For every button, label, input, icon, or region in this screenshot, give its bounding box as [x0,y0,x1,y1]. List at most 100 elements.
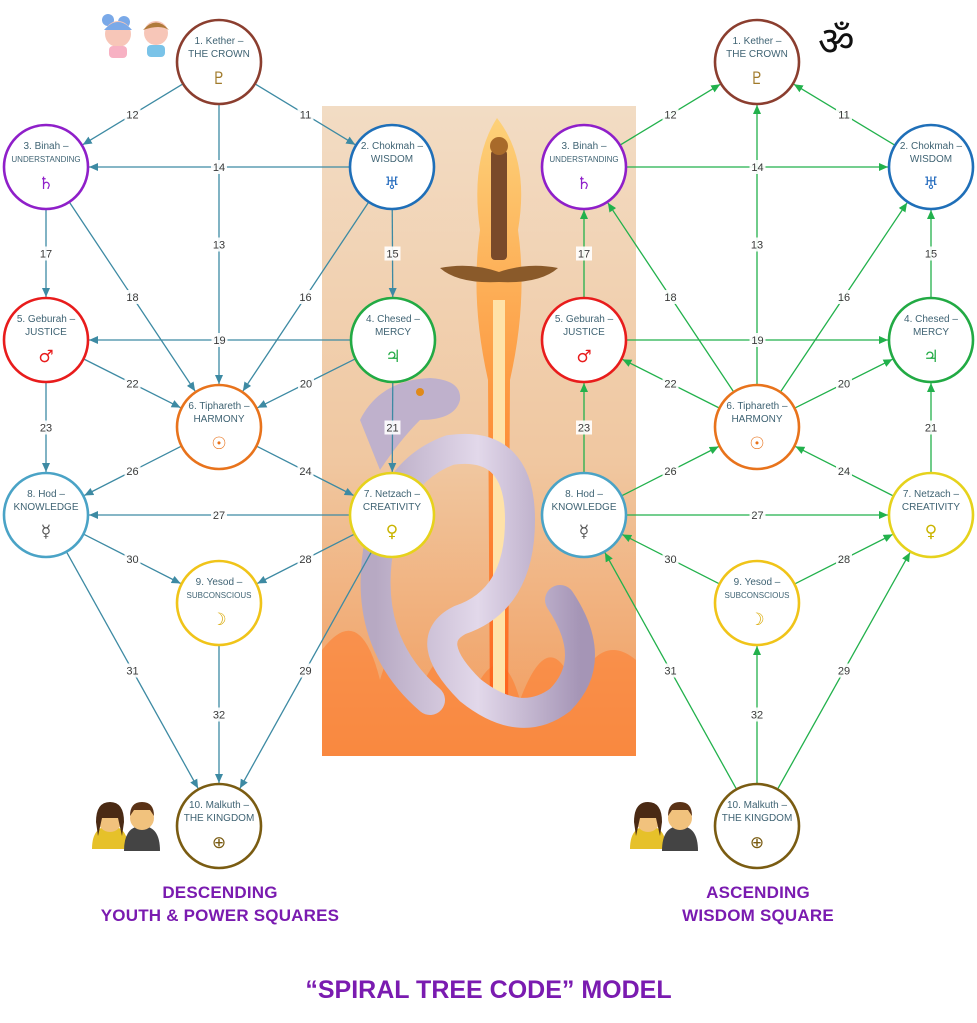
right-sephirah-binah-circle [540,123,628,211]
right-sephirah-binah: 3. Binah –UNDERSTANDING♄ [540,123,628,211]
right-sephirah-chesed-circle [887,296,975,384]
right-sephirah-chokmah-planet-icon: ♅ [923,174,938,194]
left-sephirah-chokmah-circle [348,123,436,211]
left-path-13-label-bg [211,237,227,252]
right-path-16-label: 16 [838,292,850,304]
right-sephirah-netzach-title: CREATIVITY [902,502,960,513]
paths-layer: 1112131415161718192021222324262728293031… [38,83,939,790]
left-sephirah-netzach-circle [348,471,436,559]
right-sephirah-binah-title: UNDERSTANDING [549,155,618,164]
right-sephirah-kether-title: THE CROWN [726,49,788,60]
right-sephirah-binah-name: 3. Binah – [561,141,606,152]
left-sephirah-malkuth-planet-icon: ⊕ [212,833,226,853]
right-sephirah-chesed-planet-icon: ♃ [923,347,938,367]
right-path-22-label: 22 [664,379,676,391]
right-sephirah-geburah: 5. Geburah –JUSTICE♂ [540,296,628,384]
right-sephirah-chesed: 4. Chesed –MERCY♃ [887,296,975,384]
left-path-27-label-bg [211,508,227,522]
adults-icon-left [92,802,160,851]
right-path-12-label: 12 [664,110,676,122]
left-sephirah-binah-name: 3. Binah – [23,141,68,152]
right-sephirah-hod-name: 8. Hod – [565,489,603,500]
right-sephirah-malkuth: 10. Malkuth –THE KINGDOM⊕ [713,782,801,870]
left-path-16-label-bg [297,290,314,304]
right-sephirah-chokmah-circle [887,123,975,211]
right-path-22-label-bg [662,376,679,391]
left-sephirah-malkuth-circle [175,782,263,870]
right-path-13-label-bg [749,237,765,252]
left-path-17-label-bg [38,246,54,261]
right-path-28-label-bg [836,552,852,566]
left-path-23-label: 23 [40,423,52,435]
left-path-17-label: 17 [40,249,52,261]
left-sephirah-hod-planet-icon: ☿ [41,522,51,542]
left-path-15-label-bg [384,246,401,261]
left-path-20-label-bg [298,376,314,391]
right-sephirah-yesod: 9. Yesod –SUBCONSCIOUS☽ [713,559,801,647]
descending-caption: DESCENDING YOUTH & POWER SQUARES [60,881,380,927]
left-path-30-label-bg [124,552,141,566]
ascending-line2: WISDOM SQUARE [682,906,834,925]
right-path-24-label-bg [836,464,852,478]
right-sephirah-chokmah-name: 2. Chokmah – [900,141,963,152]
left-path-14-label: 14 [213,162,225,174]
right-sephirah-yesod-circle [713,559,801,647]
left-sephirah-geburah-planet-icon: ♂ [38,347,53,367]
left-sephirah-chesed-planet-icon: ♃ [385,347,400,367]
adults-icon-right [630,802,698,851]
left-path-31-label: 31 [126,666,138,678]
left-sephirah-netzach-planet-icon: ♀ [386,522,398,542]
left-sephirah-kether-name: 1. Kether – [195,36,244,47]
left-path-11-label: 11 [300,110,311,122]
left-path-16-label: 16 [299,292,311,304]
left-sephirah-chesed-circle [349,296,437,384]
right-sephirah-yesod-name: 9. Yesod – [734,577,781,588]
right-path-28-label: 28 [838,554,850,566]
right-sephirah-chokmah-title: WISDOM [910,154,952,165]
right-path-15-label-bg [923,246,939,261]
ascending-line1: ASCENDING [706,883,810,902]
left-path-31-label-bg [124,663,141,678]
left-sephirah-malkuth: 10. Malkuth –THE KINGDOM⊕ [175,782,263,870]
right-path-17-label: 17 [578,249,590,261]
right-path-32-label: 32 [751,710,763,722]
right-sephirah-netzach: 7. Netzach –CREATIVITY♀ [887,471,975,559]
right-path-18-label-bg [662,290,679,304]
right-path-11-label-bg [836,107,852,122]
left-sephirah-chesed-name: 4. Chesed – [366,314,420,325]
right-path-27-label-bg [749,508,766,522]
right-sephirah-chesed-name: 4. Chesed – [904,314,958,325]
right-path-21-label: 21 [925,423,937,435]
right-path-20-label-bg [836,376,852,391]
left-path-22-label: 22 [126,379,138,391]
left-sephirah-chokmah-title: WISDOM [371,154,413,165]
right-path-14-label-bg [749,160,766,174]
left-path-12-label-bg [124,107,141,122]
right-sephirah-malkuth-title: THE KINGDOM [722,813,793,824]
left-path-22-label-bg [124,376,141,391]
left-sephirah-tiphareth-name: 6. Tiphareth – [188,401,250,412]
right-path-30-label: 30 [664,554,676,566]
right-sephirah-tiphareth-name: 6. Tiphareth – [726,401,788,412]
footer-title: “SPIRAL TREE CODE” MODEL [305,976,672,1004]
left-sephirah-hod-circle [2,471,90,559]
right-sephirah-kether-planet-icon: ♇ [749,69,764,89]
right-sephirah-malkuth-name: 10. Malkuth – [727,800,787,811]
left-path-26-label-bg [124,464,141,478]
left-path-21-label-bg [384,420,401,435]
left-sephirah-binah-planet-icon: ♄ [38,174,53,194]
left-sephirah-geburah-title: JUSTICE [25,327,67,338]
left-sephirah-binah: 3. Binah –UNDERSTANDING♄ [2,123,90,211]
right-path-26-label-bg [662,464,679,478]
left-sephirah-yesod: 9. Yesod –SUBCONSCIOUS☽ [175,559,263,647]
right-path-24-label: 24 [838,466,850,478]
right-path-12-label-bg [662,107,679,122]
left-path-21-label: 21 [386,423,398,435]
descending-line2: YOUTH & POWER SQUARES [100,906,340,925]
left-sephirah-chokmah-name: 2. Chokmah – [361,141,424,152]
right-path-18-label: 18 [664,292,676,304]
left-sephirah-tiphareth-circle [175,383,263,471]
left-sephirah-kether-planet-icon: ♇ [211,69,226,89]
left-path-12-label: 12 [126,110,138,122]
right-path-23-label-bg [576,420,592,435]
